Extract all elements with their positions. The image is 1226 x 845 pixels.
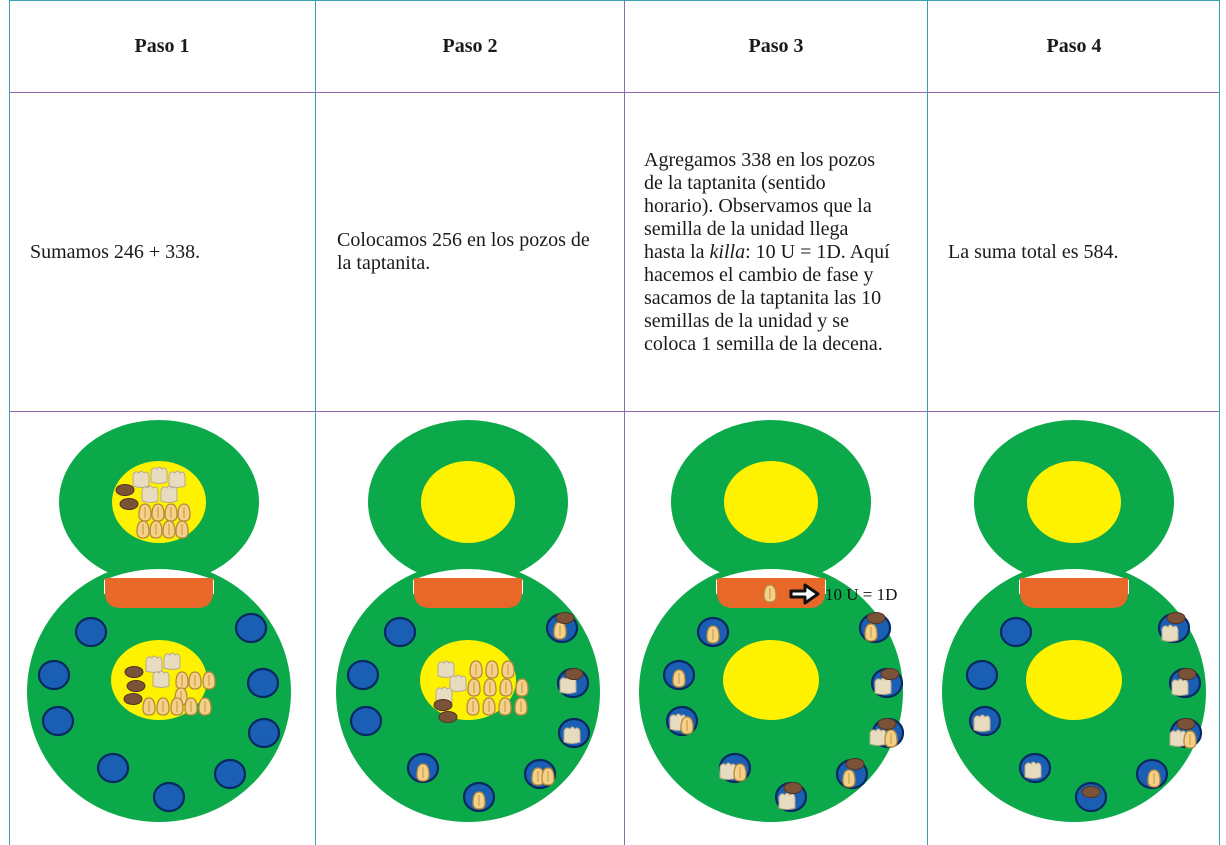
column-divider — [927, 0, 928, 845]
taptanita-board-step-1 — [27, 420, 291, 822]
step-3-text: Agregamos 338 en los pozos de la taptani… — [644, 149, 894, 356]
killa-seed-step-3 — [763, 584, 777, 603]
step-2-image — [316, 412, 624, 845]
steps-table: Paso 1 Paso 2 Paso 3 Paso 4 Sumamos 246 … — [9, 0, 1220, 845]
step-4-description: La suma total es 584. — [928, 93, 1220, 411]
step-3-image: 10 U = 1D — [625, 412, 927, 845]
step-2-text: Colocamos 256 en los pozos de la taptani… — [337, 229, 590, 274]
step-1-text: Sumamos 246 + 338. — [30, 240, 201, 263]
row-divider — [9, 411, 1220, 412]
step-3-text-part-2: : 10 U = 1D. Aquí hacemos el cambio de f… — [644, 240, 890, 355]
row-divider — [9, 92, 1220, 93]
step-4-text: La suma total es 584. — [948, 240, 1119, 263]
step-1-description: Sumamos 246 + 338. — [9, 93, 315, 411]
table-border-top — [9, 0, 1220, 1]
step-3-killa-word: killa — [709, 240, 746, 263]
step-2-description: Colocamos 256 en los pozos de la taptani… — [316, 93, 624, 411]
header-paso-1: Paso 1 — [134, 34, 190, 57]
table-border-left — [9, 0, 10, 845]
header-paso-3: Paso 3 — [748, 34, 804, 57]
taptanita-board-step-2 — [336, 420, 600, 822]
header-paso-4: Paso 4 — [1046, 34, 1102, 57]
column-divider — [624, 0, 625, 845]
table-border-right — [1219, 0, 1220, 845]
column-divider — [315, 0, 316, 845]
arrow-right-icon — [789, 583, 820, 605]
header-paso-2: Paso 2 — [442, 34, 498, 57]
step-3-description: Agregamos 338 en los pozos de la taptani… — [625, 93, 927, 411]
step-3-text-part-1: Agregamos 338 en los pozos de la taptani… — [644, 148, 876, 263]
taptanita-board-step-4 — [942, 420, 1206, 822]
exchange-label: 10 U = 1D — [825, 585, 897, 604]
step-1-image — [9, 412, 315, 845]
taptanita-board-step-3: 10 U = 1D — [639, 420, 905, 822]
step-4-image — [928, 412, 1220, 845]
